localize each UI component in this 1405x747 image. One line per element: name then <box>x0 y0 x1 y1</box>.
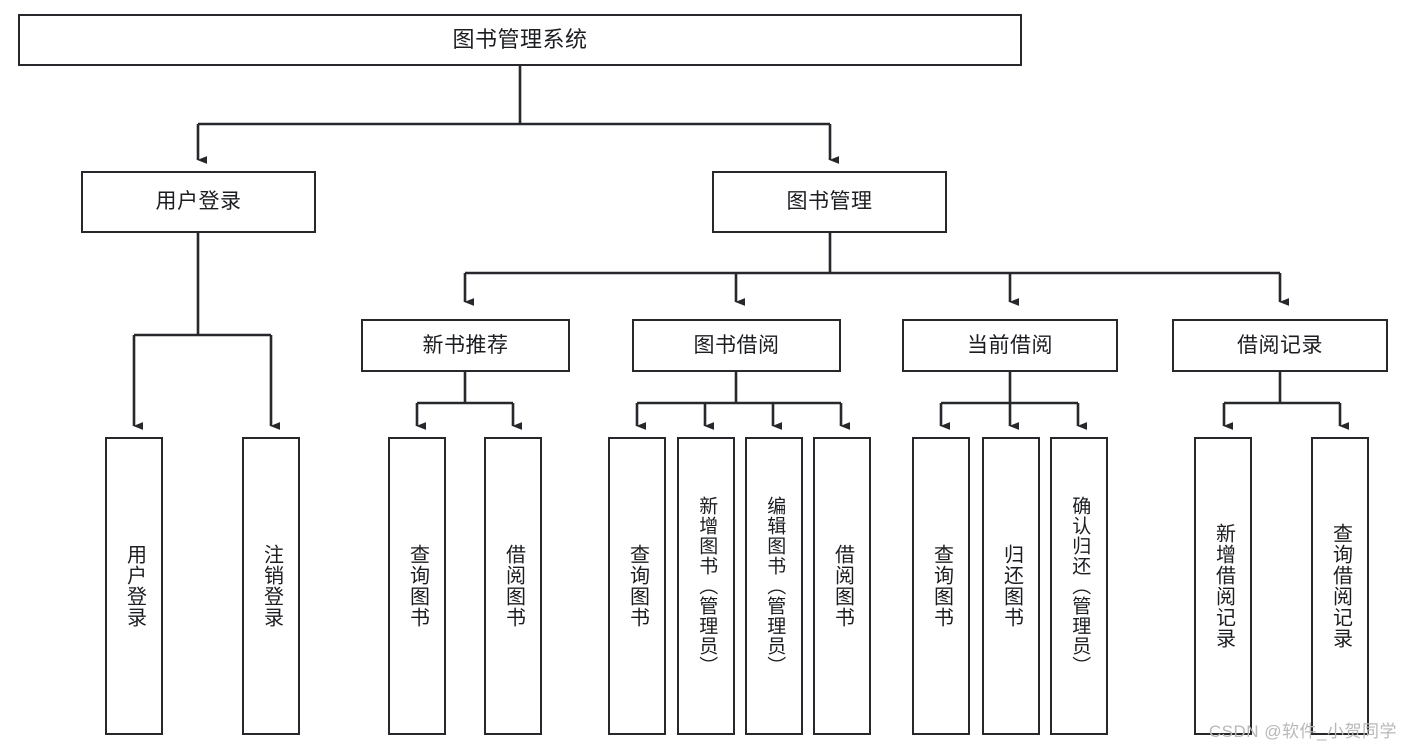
leaf-new-book-borrow-label: 借阅图书 <box>502 544 525 628</box>
leaf-borrow-record-query[interactable]: 查询借阅记录 <box>1311 437 1369 735</box>
leaf-user-login-login[interactable]: 用户登录 <box>105 437 163 735</box>
leaf-borrow-record-add[interactable]: 新增借阅记录 <box>1194 437 1252 735</box>
leaf-book-borrow-borrow[interactable]: 借阅图书 <box>813 437 871 735</box>
node-new-book-recommend[interactable]: 新书推荐 <box>361 319 570 372</box>
node-borrow-record[interactable]: 借阅记录 <box>1172 319 1388 372</box>
leaf-current-borrow-confirm-label: 确认归还（管理员） <box>1069 496 1091 676</box>
node-book-borrow[interactable]: 图书借阅 <box>632 319 841 372</box>
leaf-book-borrow-add[interactable]: 新增图书（管理员） <box>677 437 735 735</box>
leaf-current-borrow-return-label: 归还图书 <box>1000 544 1023 628</box>
node-book-borrow-label: 图书借阅 <box>693 333 780 357</box>
leaf-book-borrow-query-label: 查询图书 <box>626 544 649 628</box>
leaf-user-login-logout-label: 注销登录 <box>260 544 283 628</box>
node-current-borrow[interactable]: 当前借阅 <box>902 319 1118 372</box>
leaf-new-book-borrow[interactable]: 借阅图书 <box>484 437 542 735</box>
leaf-user-login-logout[interactable]: 注销登录 <box>242 437 300 735</box>
leaf-book-borrow-borrow-label: 借阅图书 <box>831 544 854 628</box>
leaf-new-book-query-label: 查询图书 <box>406 544 429 628</box>
node-user-login-label: 用户登录 <box>155 190 242 214</box>
leaf-borrow-record-add-label: 新增借阅记录 <box>1212 523 1235 649</box>
leaf-current-borrow-return[interactable]: 归还图书 <box>982 437 1040 735</box>
node-root-system[interactable]: 图书管理系统 <box>18 14 1022 66</box>
node-book-management[interactable]: 图书管理 <box>712 171 947 233</box>
leaf-borrow-record-query-label: 查询借阅记录 <box>1329 523 1352 649</box>
leaf-book-borrow-add-label: 新增图书（管理员） <box>696 496 718 676</box>
leaf-book-borrow-query[interactable]: 查询图书 <box>608 437 666 735</box>
node-root-system-label: 图书管理系统 <box>452 26 588 52</box>
leaf-book-borrow-edit-label: 编辑图书（管理员） <box>764 496 786 676</box>
node-book-management-label: 图书管理 <box>786 190 873 214</box>
leaf-current-borrow-query-label: 查询图书 <box>930 544 953 628</box>
leaf-book-borrow-edit[interactable]: 编辑图书（管理员） <box>745 437 803 735</box>
leaf-current-borrow-confirm[interactable]: 确认归还（管理员） <box>1050 437 1108 735</box>
node-current-borrow-label: 当前借阅 <box>967 333 1053 357</box>
leaf-new-book-query[interactable]: 查询图书 <box>388 437 446 735</box>
node-new-book-recommend-label: 新书推荐 <box>422 333 509 357</box>
node-user-login[interactable]: 用户登录 <box>81 171 316 233</box>
leaf-current-borrow-query[interactable]: 查询图书 <box>912 437 970 735</box>
node-borrow-record-label: 借阅记录 <box>1237 333 1323 357</box>
leaf-user-login-login-label: 用户登录 <box>123 544 146 628</box>
